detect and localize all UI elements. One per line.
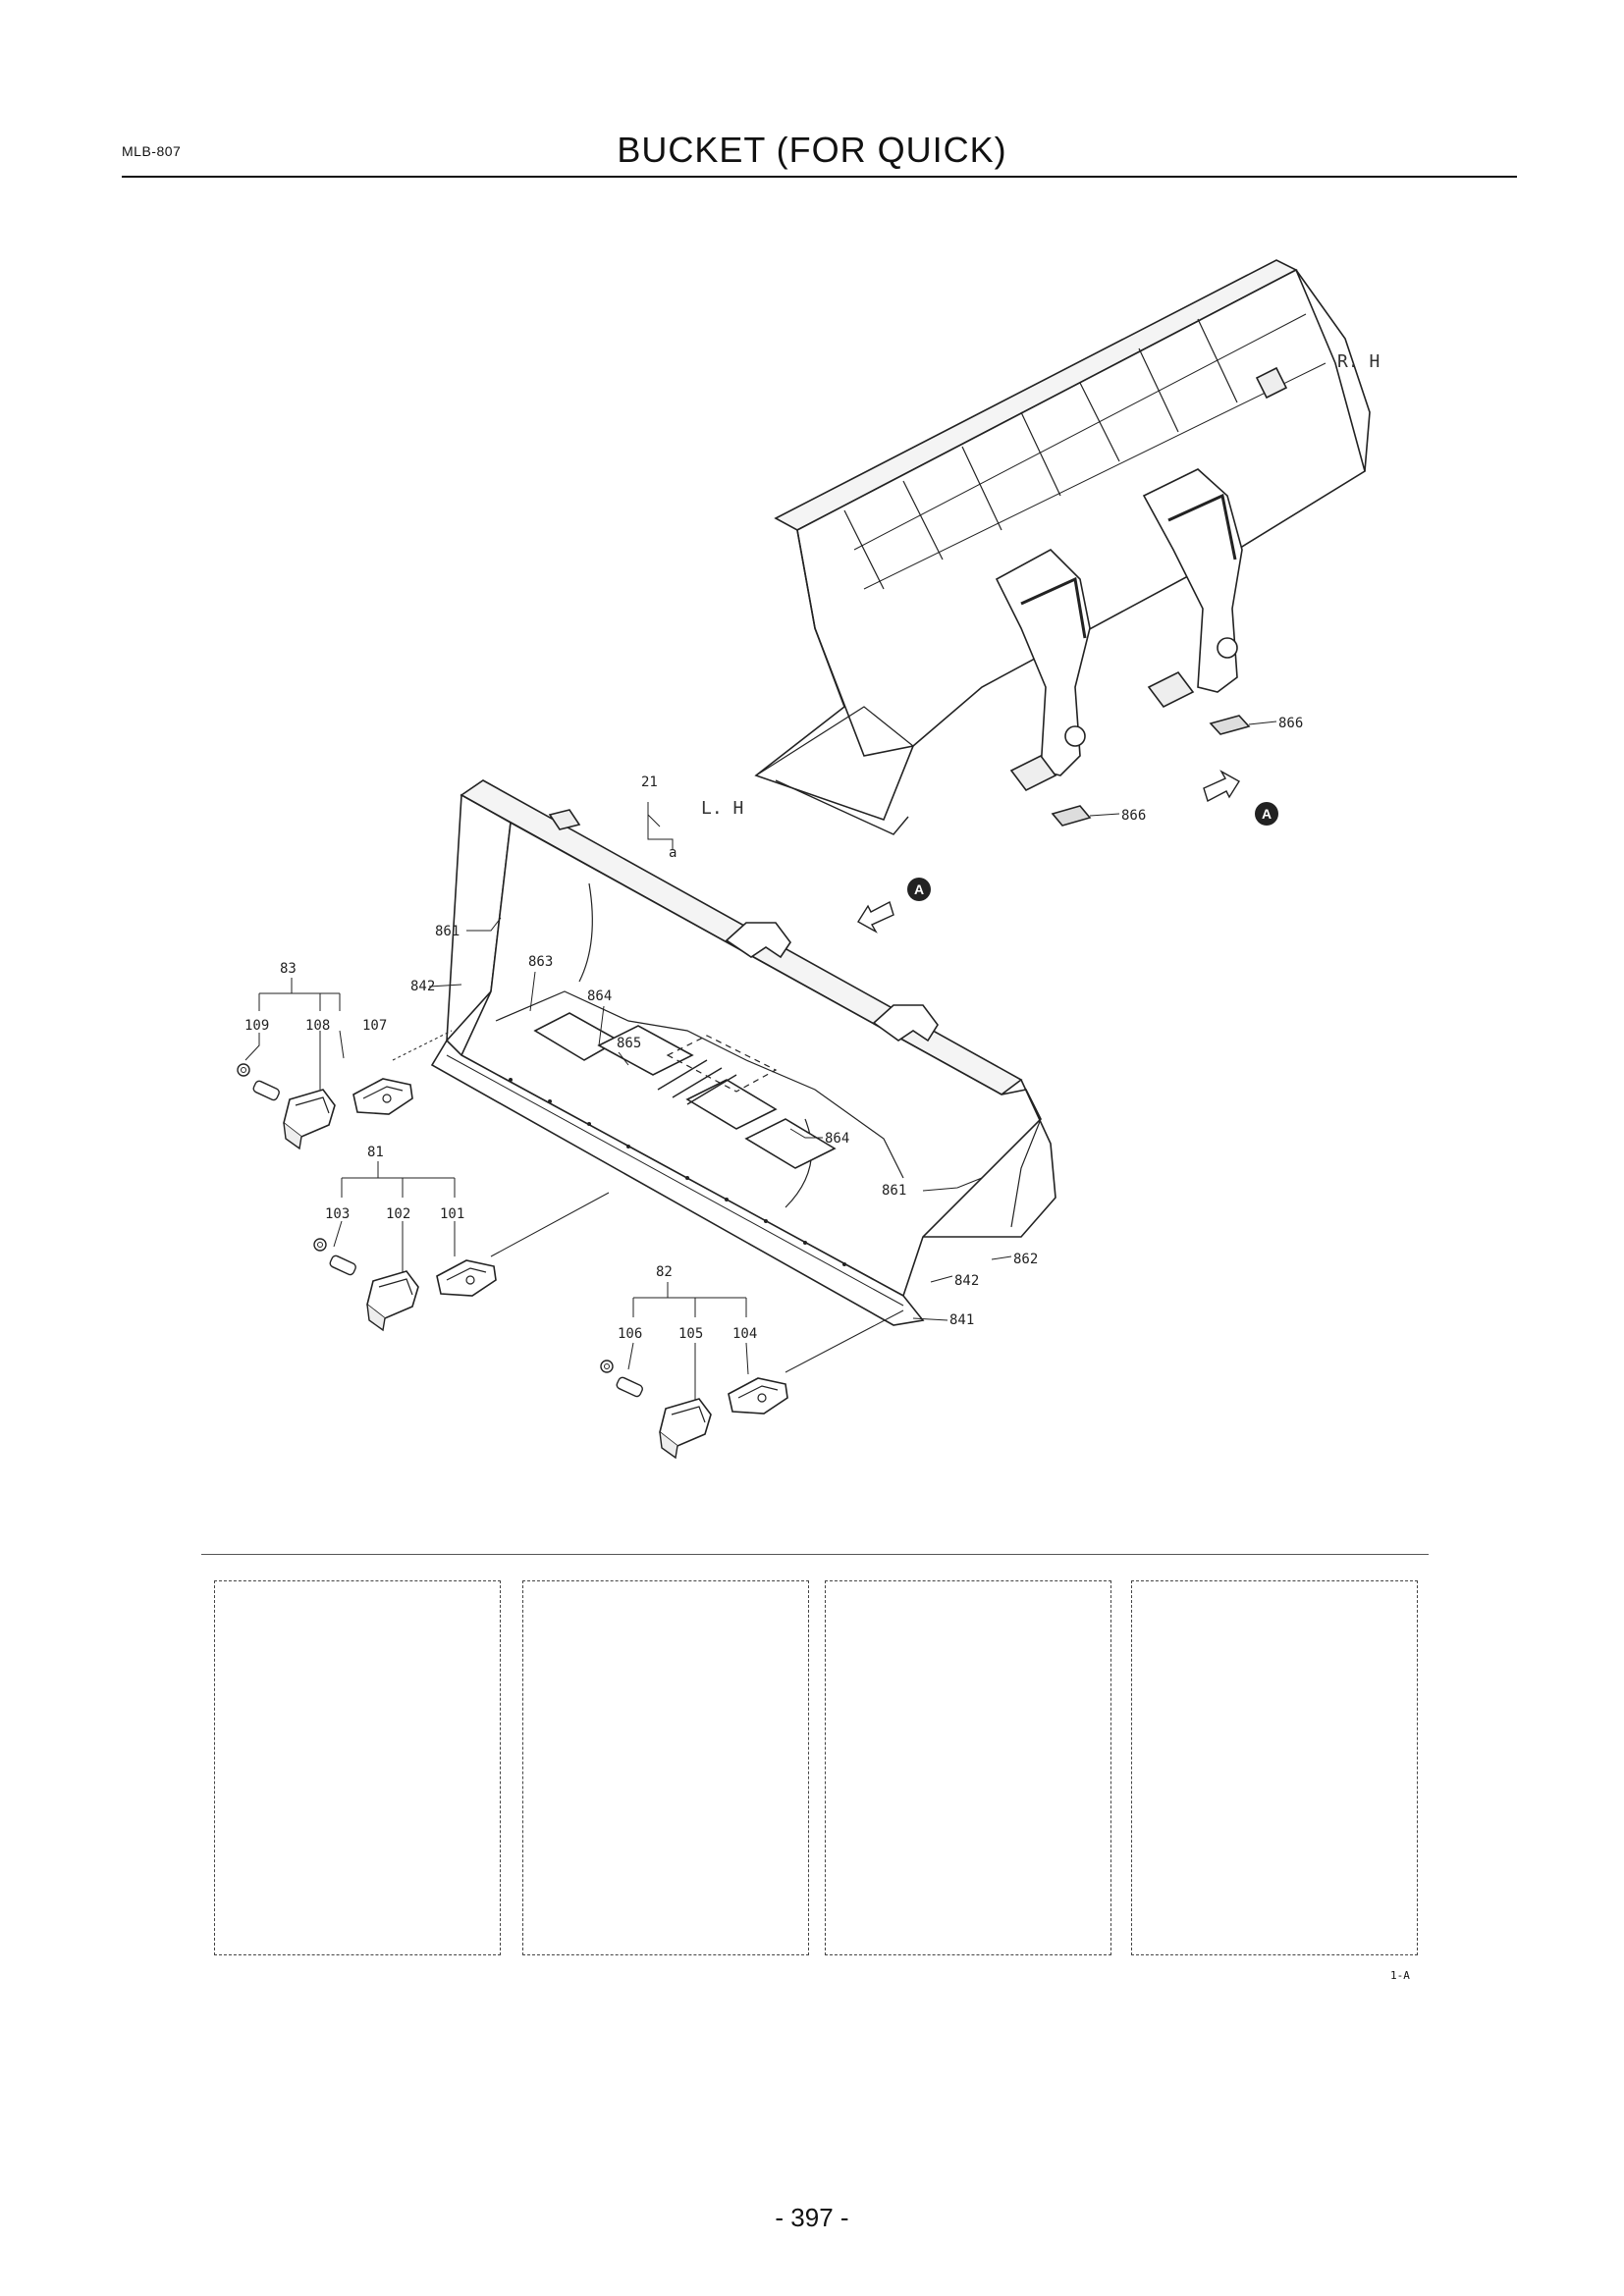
part-108-label: 108 [305, 1018, 330, 1034]
view-arrow-a-lower: A [857, 878, 931, 934]
part-107-label: 107 [362, 1018, 387, 1034]
tooth-102 [366, 1270, 419, 1331]
part-106-label: 106 [618, 1326, 642, 1342]
adapter-101 [436, 1259, 497, 1297]
header-divider [122, 176, 1517, 178]
blank-box-4 [1131, 1580, 1418, 1955]
part-861-left-label: 861 [435, 924, 460, 939]
figure-code: 1-A [1390, 1969, 1410, 1982]
part-21-label: 21 [641, 774, 658, 790]
tooth-108 [283, 1089, 336, 1149]
part-862-label: 862 [1013, 1252, 1038, 1267]
tooth-105 [659, 1398, 712, 1459]
document-code: MLB-807 [122, 143, 182, 159]
part-866-lower-label: 866 [1121, 808, 1146, 824]
part-866-upper-label: 866 [1278, 716, 1303, 731]
group-82-label: 82 [656, 1264, 673, 1280]
part-864-lower-label: 864 [825, 1131, 849, 1147]
part-102-label: 102 [386, 1206, 410, 1222]
tooth-group-83 [244, 978, 453, 1090]
part-104-label: 104 [732, 1326, 757, 1342]
part-103-label: 103 [325, 1206, 350, 1222]
bucket-rh-view [754, 259, 1371, 835]
pin-109 [237, 1063, 282, 1102]
callout-a-lower: A [914, 881, 924, 897]
tooth-group-81 [333, 1161, 610, 1276]
page-title: BUCKET (FOR QUICK) [617, 130, 1007, 170]
part-865-label: 865 [617, 1036, 641, 1051]
label-left-hand: L. H [701, 798, 743, 819]
leader-lines-lower [428, 802, 1012, 1321]
blank-box-2 [522, 1580, 809, 1955]
label-right-hand: R. H [1337, 351, 1380, 372]
part-101-label: 101 [440, 1206, 464, 1222]
part-841-label: 841 [949, 1312, 974, 1328]
part-109-label: 109 [244, 1018, 269, 1034]
group-81-label: 81 [367, 1145, 384, 1160]
part-a-label: a [669, 845, 677, 861]
page-number: - 397 - [775, 2203, 849, 2232]
tooth-group-82 [627, 1282, 904, 1404]
pin-103 [313, 1238, 358, 1277]
bucket-lh-view [430, 779, 1056, 1326]
part-105-label: 105 [678, 1326, 703, 1342]
part-864-upper-label: 864 [587, 988, 612, 1004]
callout-a-upper: A [1262, 806, 1272, 822]
blank-box-1 [214, 1580, 501, 1955]
part-861-right-label: 861 [882, 1183, 906, 1199]
blank-box-3 [825, 1580, 1111, 1955]
part-863-label: 863 [528, 954, 553, 970]
group-83-label: 83 [280, 961, 297, 977]
view-arrow-a-upper: A [1203, 770, 1278, 826]
adapter-107 [352, 1078, 413, 1115]
pin-106 [600, 1360, 645, 1399]
leader-lines-upper [1089, 721, 1277, 817]
adapter-104 [728, 1377, 788, 1415]
part-842-right-label: 842 [954, 1273, 979, 1289]
section-divider [201, 1554, 1429, 1555]
part-842-left-label: 842 [410, 979, 435, 994]
